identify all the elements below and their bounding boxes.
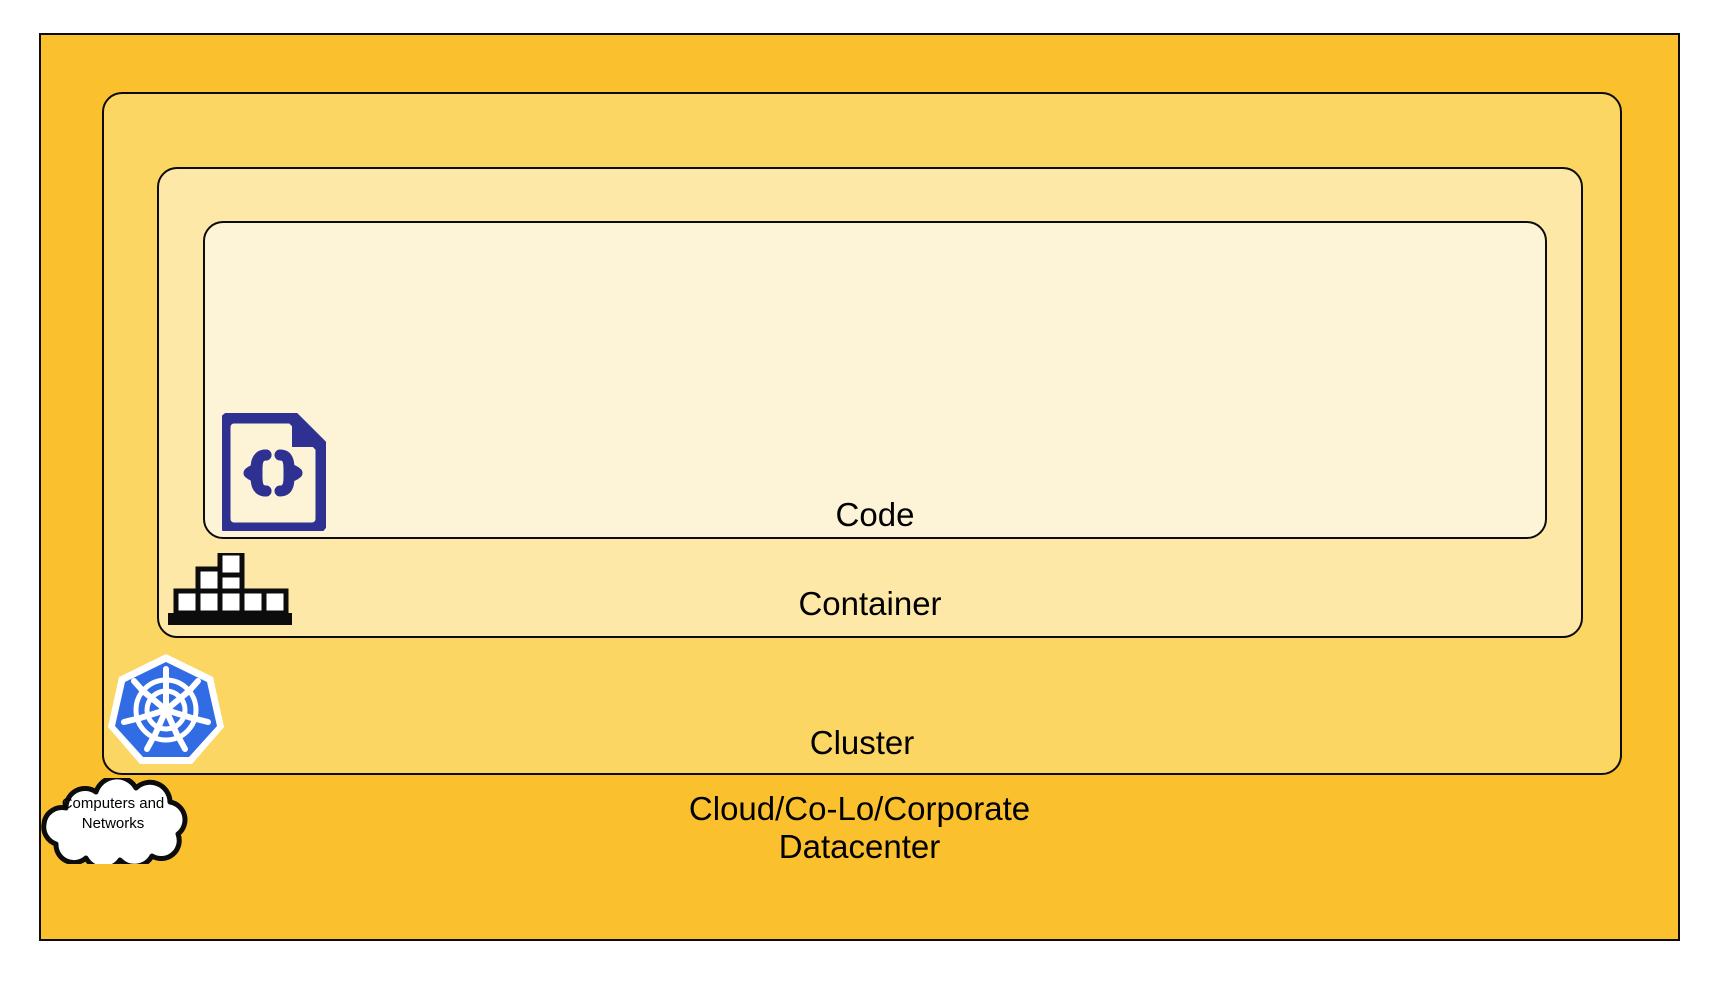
layer-code [203, 221, 1547, 539]
kubernetes-icon [108, 651, 224, 767]
cloud-icon [30, 774, 196, 872]
container-blocks-icon [168, 550, 292, 625]
code-file-icon [217, 410, 329, 536]
